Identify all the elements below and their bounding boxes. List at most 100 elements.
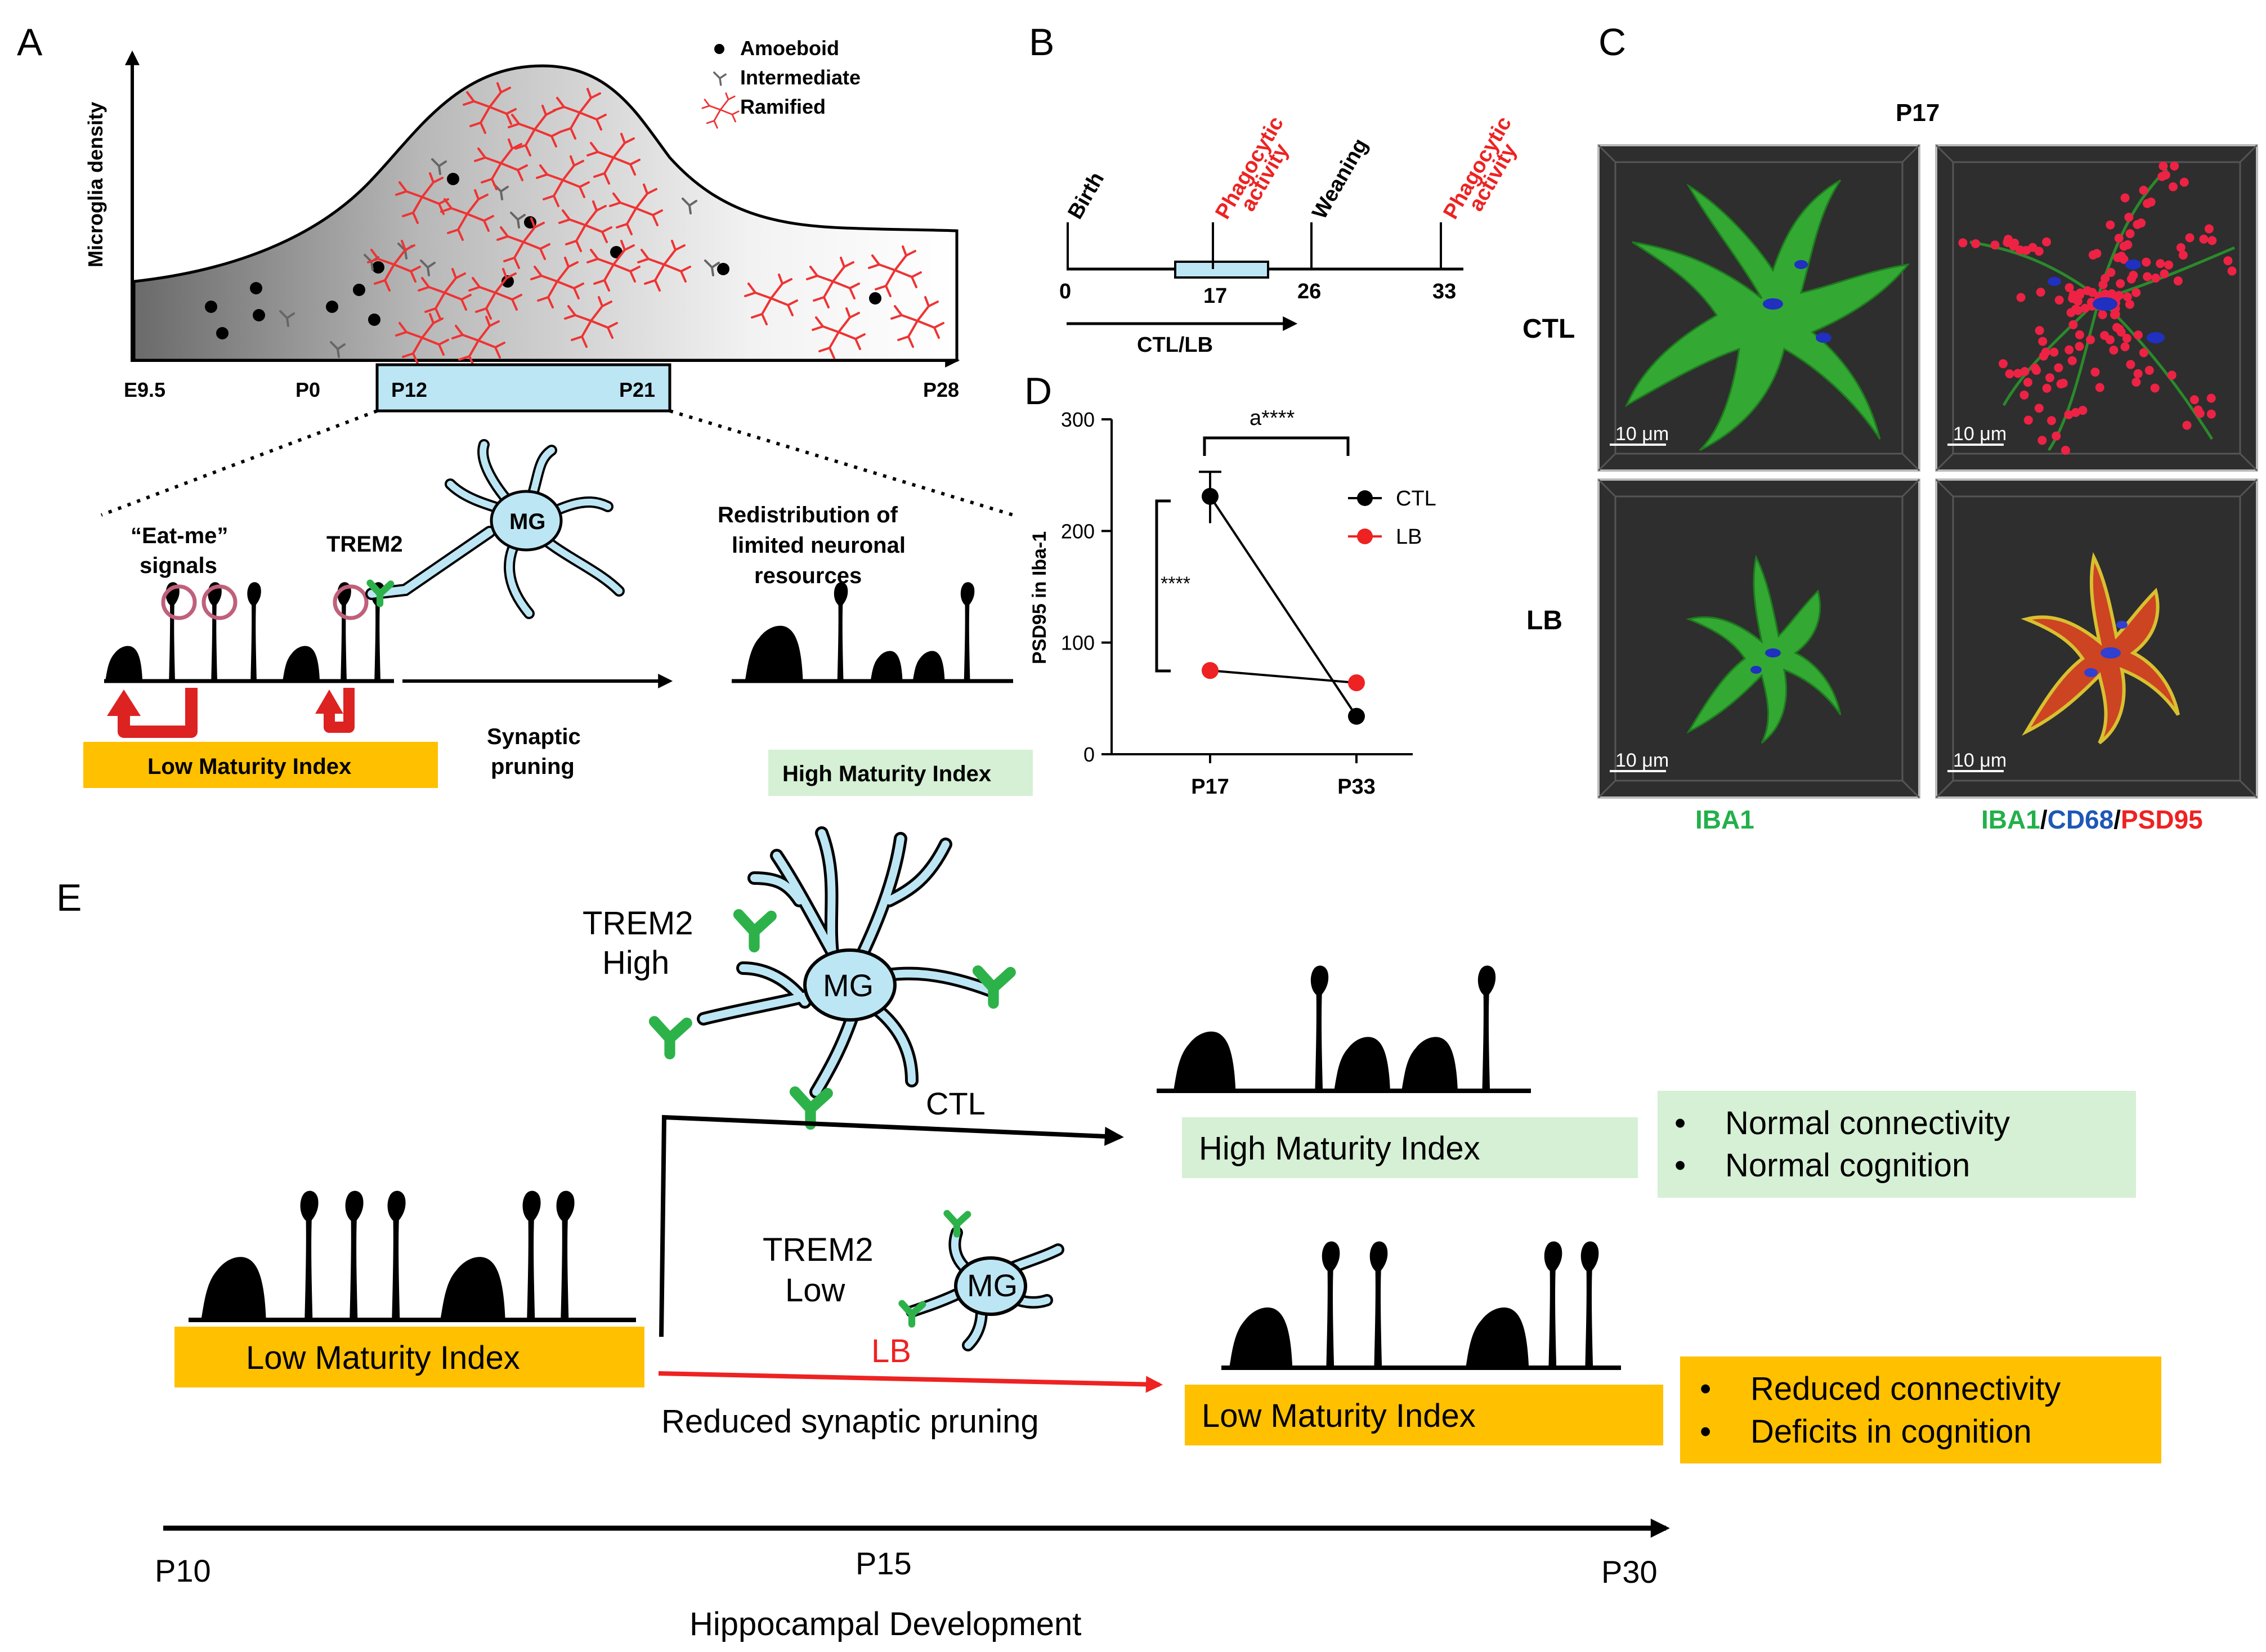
psd95-punctum (2086, 335, 2095, 344)
x-tick-label: P17 (1191, 775, 1229, 799)
psd95-punctum (2158, 162, 2168, 171)
trem2-low-1: TREM2 (763, 1232, 874, 1268)
psd95-punctum (2052, 431, 2061, 441)
reduced-pruning-label: Reduced synaptic pruning (661, 1403, 1039, 1440)
psd95-punctum (2067, 356, 2077, 365)
microglia-trem2-high: MG (655, 826, 1011, 1125)
low-index-label-a: Low Maturity Index (147, 754, 351, 779)
y-tick-label: 0 (1083, 743, 1095, 766)
high-index-box-e (1182, 1117, 1638, 1178)
red-arrow-left-head (107, 690, 141, 716)
panel-b: B Birth Phagocytic activity Weaning Phag… (1029, 21, 1521, 357)
lb-outcome-2: Deficits in cognition (1750, 1413, 2032, 1450)
ctl-bullet-2: • (1674, 1147, 1686, 1184)
lb-label-e: LB (871, 1333, 911, 1369)
low-index-box-a (83, 742, 438, 788)
psd95-punctum (2034, 404, 2044, 413)
eat-me-markers (161, 584, 369, 620)
tick-p28: P28 (923, 378, 959, 401)
lb-bullet-1: • (1700, 1371, 1711, 1407)
panel-c: C P17 CTL LB 10 μm 10 μm 10 μm (1522, 21, 2258, 834)
psd95-punctum (2122, 334, 2131, 343)
point-lb (1348, 674, 1365, 692)
red-arrow-right (324, 688, 355, 733)
panel-c-title: P17 (1896, 99, 1940, 127)
psd95-punctum (2178, 250, 2188, 260)
timeline-p15: P15 (856, 1546, 912, 1581)
tile-lb-iba1: 10 μm (1597, 478, 1920, 799)
scale-4: 10 μm (1953, 750, 2007, 771)
red-arrow-right-head (315, 690, 343, 714)
psd95-punctum (2206, 409, 2216, 419)
lb-bullet-2: • (1700, 1413, 1711, 1450)
series-line-ctl (1209, 495, 1358, 717)
tick-p12: P12 (391, 378, 427, 401)
timeline-p30: P30 (1601, 1554, 1658, 1590)
psd95-punctum (2120, 342, 2130, 352)
mg-label-e1: MG (823, 968, 874, 1003)
red-arrow-left (118, 688, 198, 738)
psd95-punctum (2160, 269, 2169, 279)
low-index-box-lb (1185, 1385, 1663, 1445)
psd95-punctum (2028, 243, 2037, 252)
redistribution-1: Redistribution of (718, 503, 898, 527)
panel-e-letter: E (56, 876, 82, 919)
col2-label: IBA1/CD68/PSD95 (1981, 805, 2203, 834)
psd95-punctum (2125, 299, 2134, 309)
lb-outcome-1: Reduced connectivity (1750, 1371, 2061, 1407)
psd95-punctum (2049, 347, 2059, 357)
psd95-punctum (2133, 369, 2143, 378)
high-index-label-e: High Maturity Index (1199, 1130, 1480, 1167)
legend-intermediate: Intermediate (740, 66, 861, 89)
psd95-punctum (2003, 235, 2013, 244)
redistribution-2: limited neuronal (732, 533, 906, 558)
psd95-punctum (2122, 292, 2132, 302)
psd95-punctum (2139, 185, 2148, 195)
psd95-punctum (2064, 410, 2074, 419)
sig-bracket-top (1203, 436, 1350, 456)
psd95-punctum (2137, 218, 2146, 228)
point-ctl (1202, 487, 1219, 505)
psd95-punctum (2092, 249, 2102, 258)
b-tick-26: 26 (1297, 280, 1321, 303)
y-tick-label: 300 (1061, 408, 1095, 431)
tile-ctl-merge: 10 μm (1935, 144, 2258, 472)
psd95-punctum (2161, 170, 2170, 180)
zoom-line-left (100, 409, 378, 517)
legend-marker (1357, 529, 1373, 544)
tick-e9-5: E9.5 (124, 378, 165, 401)
psd95-punctum (2065, 345, 2074, 355)
psd95-punctum (2115, 290, 2124, 300)
microglia-a: MG (445, 439, 625, 619)
psd95-punctum (2133, 330, 2143, 340)
ctl-label-e: CTL (926, 1086, 986, 1121)
psd95-punctum (2223, 256, 2233, 266)
psd95-punctum (2098, 280, 2108, 289)
legend-amoeboid: Amoeboid (740, 37, 839, 60)
col2-psd95: PSD95 (2121, 805, 2203, 834)
psd95-punctum (2131, 377, 2141, 387)
point-ctl (1348, 708, 1365, 725)
amoeboid-cells (205, 173, 881, 339)
psd95-punctum (2116, 279, 2125, 288)
mg-label-e2: MG (967, 1268, 1018, 1303)
window-p12-p21 (375, 363, 671, 413)
psd95-punctum (2156, 259, 2165, 268)
ctl-path (659, 1114, 1124, 1337)
trem2-low-2: Low (785, 1272, 846, 1309)
psd95-punctum (2078, 406, 2088, 415)
legend-ramified: Ramified (740, 95, 826, 118)
trem2-high-1: TREM2 (583, 905, 693, 942)
psd95-punctum (2075, 330, 2084, 339)
psd95-punctum (2041, 347, 2050, 357)
psd95-punctum (2046, 416, 2056, 426)
psd95-punctum (2126, 274, 2136, 284)
psd95-punctum (2179, 177, 2189, 187)
legend-label-lb: LB (1396, 525, 1422, 549)
psd95-punctum (1958, 238, 1968, 248)
pruning-label-2: pruning (491, 754, 575, 779)
psd95-punctum (2167, 370, 2177, 380)
eat-me-label: “Eat-me” (131, 523, 228, 548)
psd95-punctum (2016, 293, 2026, 302)
